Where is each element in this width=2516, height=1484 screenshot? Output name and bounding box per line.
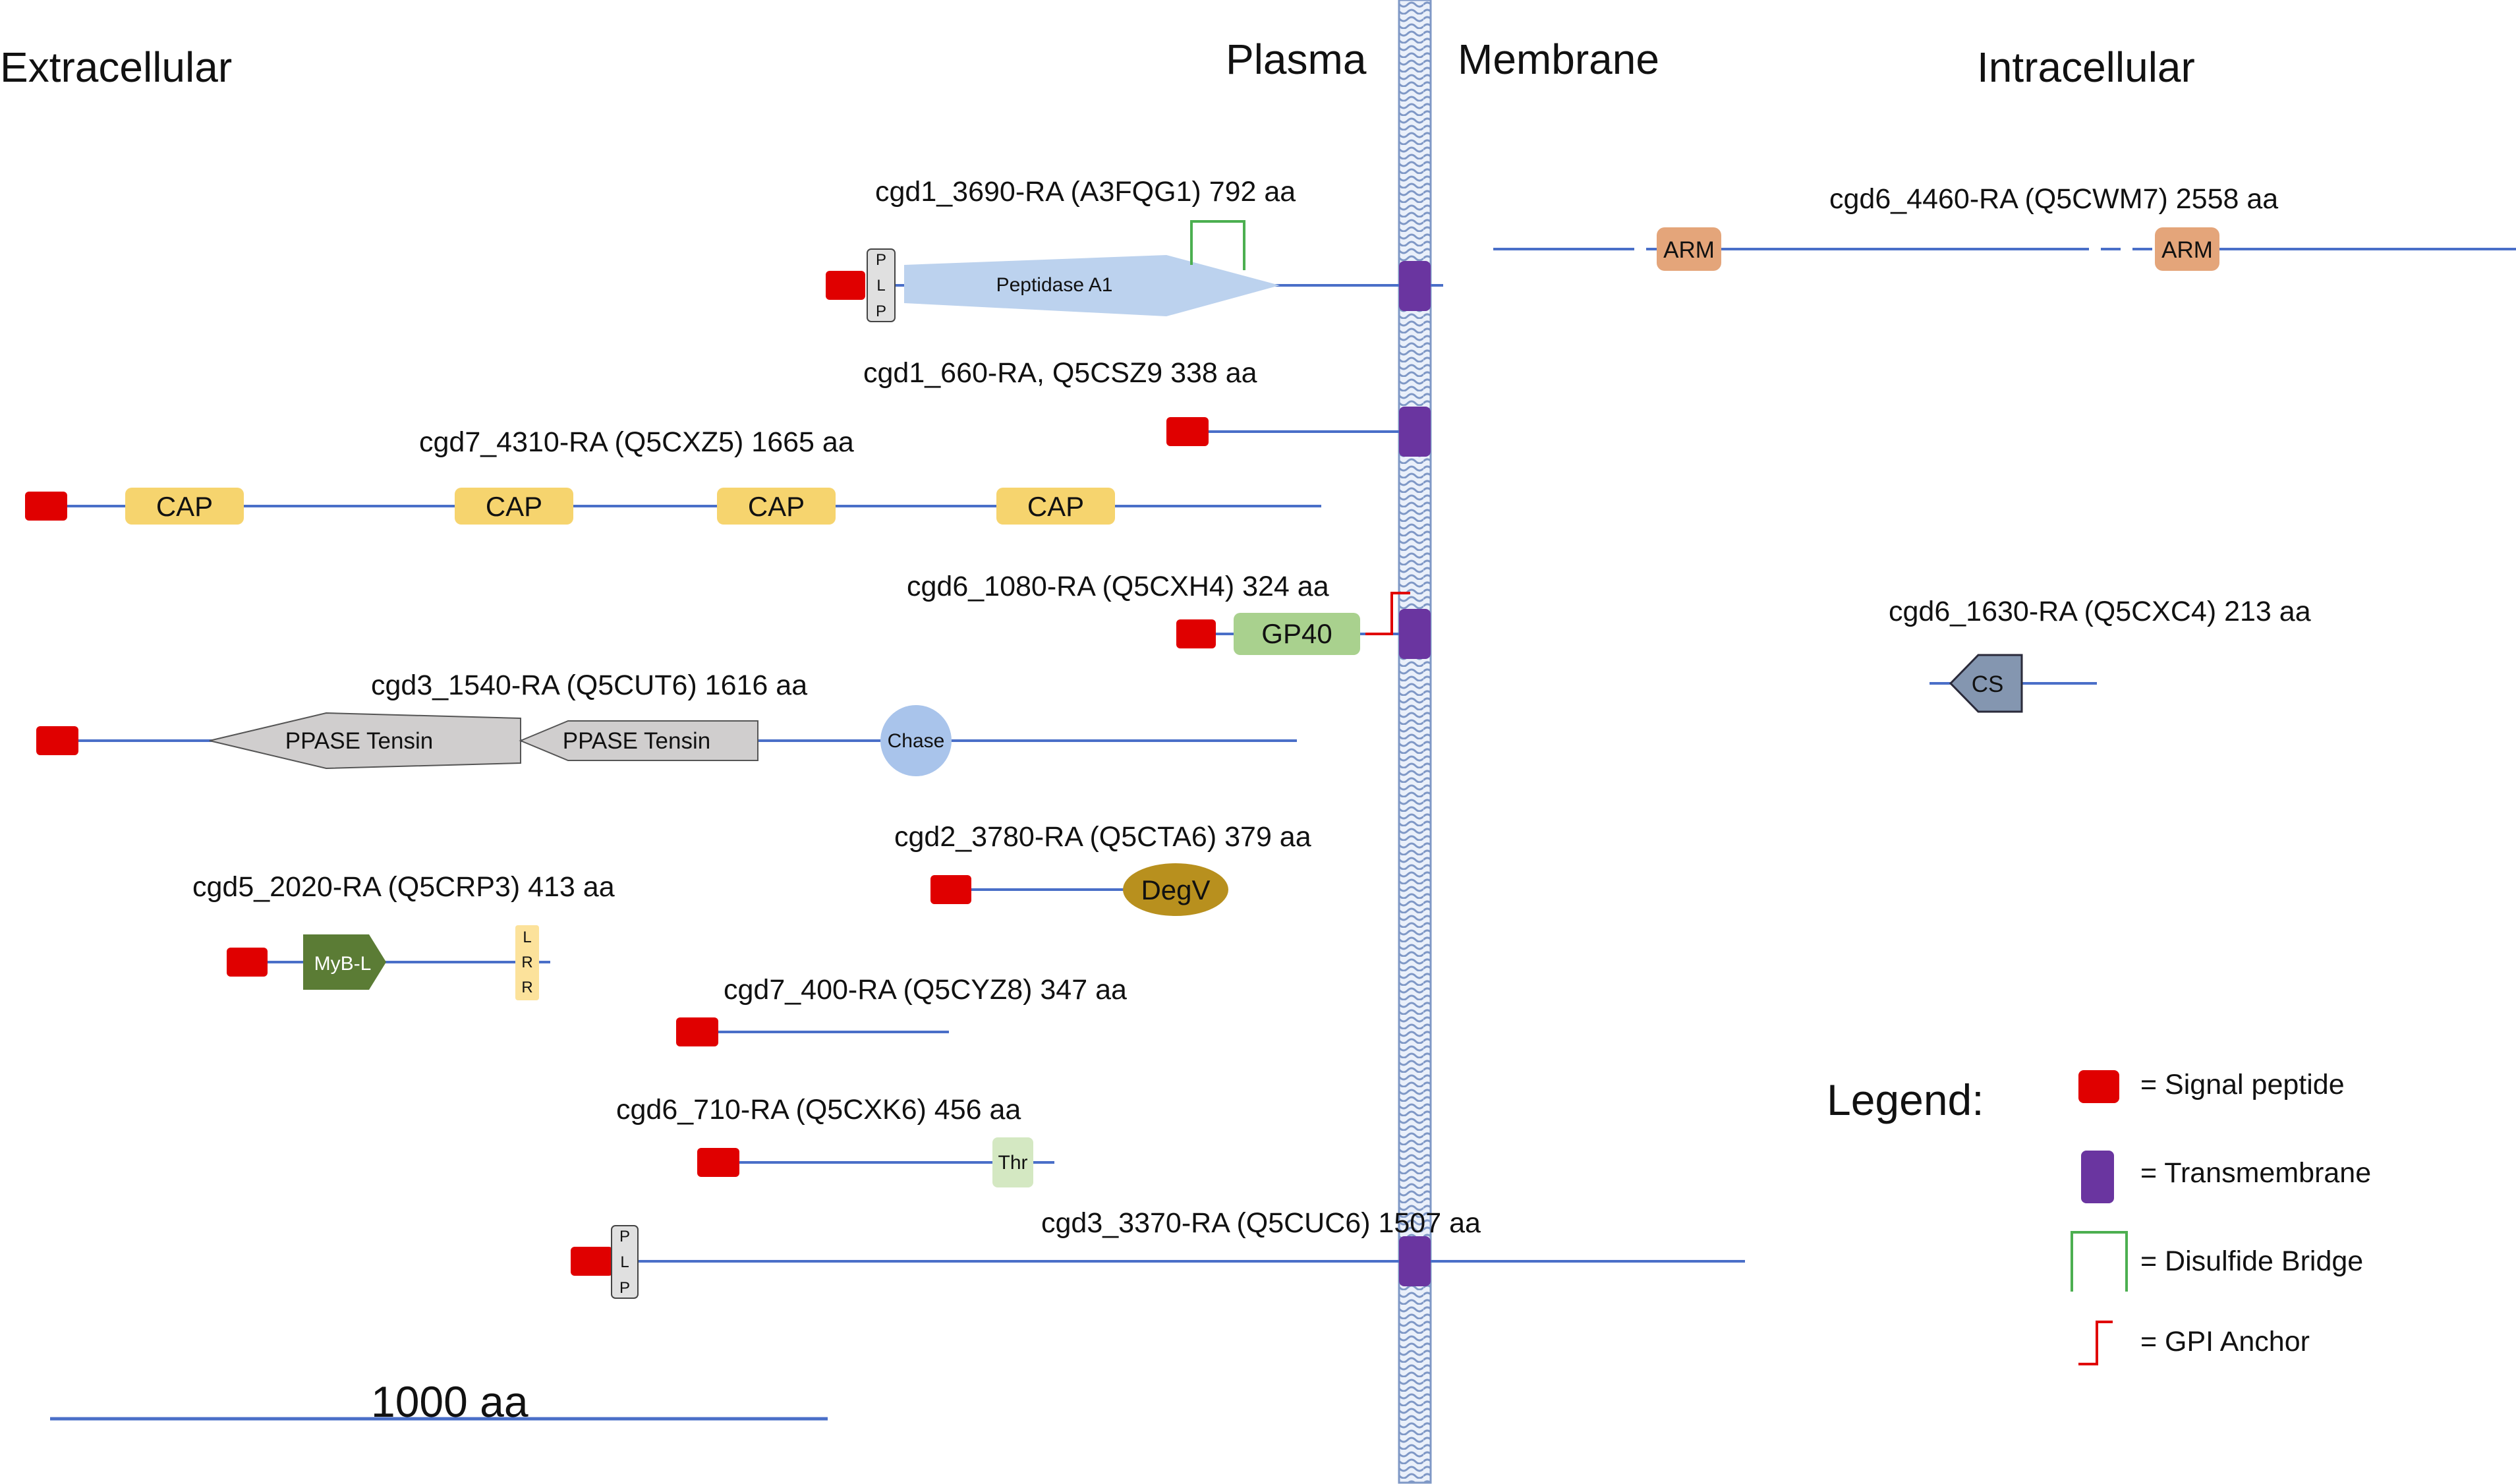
transmembrane-segment (1399, 407, 1431, 457)
legend-transmembrane-swatch (2081, 1151, 2114, 1203)
header-intracellular: Intracellular (1977, 43, 2195, 91)
protein-cgd2-3780: cgd2_3780-RA (Q5CTA6) 379 aa DegV (894, 821, 1311, 916)
legend-disulfide-bridge-swatch (2071, 1231, 2128, 1292)
degv-label: DegV (1141, 874, 1210, 905)
ppase-tensin-domain (519, 720, 758, 761)
protein-label: cgd3_3370-RA (Q5CUC6) 1507 aa (1041, 1207, 1481, 1239)
plp-letter: L (620, 1253, 629, 1271)
cap-label: CAP (486, 491, 542, 522)
signal-peptide (227, 948, 268, 977)
arm-domain (2155, 227, 2219, 271)
protein-label: cgd1_3690-RA (A3FQG1) 792 aa (875, 176, 1296, 208)
protein-label: cgd6_4460-RA (Q5CWM7) 2558 aa (1829, 183, 2278, 215)
legend-transmembrane-text: = Transmembrane (2140, 1157, 2371, 1189)
plasma-membrane-bar (1398, 0, 1432, 1484)
plp-letter: P (876, 251, 886, 269)
cs-label: CS (1972, 671, 2004, 697)
ppase-tensin-label: PPASE Tensin (285, 728, 433, 754)
gpi-anchor (1365, 592, 1410, 635)
plp-letter: P (619, 1279, 630, 1297)
lrr-letter: L (523, 928, 531, 946)
cap-label: CAP (748, 491, 805, 522)
protein-cgd6-710: cgd6_710-RA (Q5CXK6) 456 aa Thr (616, 1094, 1054, 1187)
cap-domain (996, 488, 1115, 525)
myb-l-label: MyB-L (314, 953, 372, 975)
legend-signal-peptide-text: = Signal peptide (2140, 1069, 2345, 1100)
legend-title: Legend: (1827, 1075, 1984, 1124)
transmembrane-segment (1399, 261, 1431, 311)
legend: Legend: = Signal peptide = Transmembrane… (1827, 1069, 2371, 1365)
header-plasma: Plasma (1226, 36, 1367, 83)
signal-peptide (25, 492, 67, 521)
chase-label: Chase (888, 730, 945, 752)
protein-cgd7-400: cgd7_400-RA (Q5CYZ8) 347 aa (676, 974, 1127, 1046)
thr-label: Thr (998, 1152, 1028, 1174)
chase-domain (880, 705, 952, 776)
scale-bar-label: 1000 aa (371, 1377, 529, 1426)
ppase-tensin-label: PPASE Tensin (563, 728, 710, 754)
transmembrane-segment (1399, 609, 1431, 659)
header-extracellular: Extracellular (0, 43, 232, 91)
signal-peptide (1176, 619, 1216, 648)
protein-cgd5-2020: cgd5_2020-RA (Q5CRP3) 413 aa MyB-L L R R (192, 871, 615, 1000)
plp-letter: L (876, 277, 885, 295)
protein-cgd1-660: cgd1_660-RA, Q5CSZ9 338 aa (863, 357, 1431, 457)
signal-peptide (930, 875, 971, 904)
transmembrane-segment (1399, 1236, 1431, 1286)
cap-label: CAP (156, 491, 213, 522)
cap-domain (717, 488, 836, 525)
arm-label: ARM (1663, 237, 1715, 263)
scale-bar: 1000 aa (50, 1377, 828, 1426)
protein-label: cgd7_400-RA (Q5CYZ8) 347 aa (724, 974, 1127, 1006)
cap-domain (455, 488, 573, 525)
protein-cgd6-4460: cgd6_4460-RA (Q5CWM7) 2558 aa ARM ARM (1493, 183, 2516, 271)
lrr-letter: R (521, 979, 532, 996)
protein-label: cgd7_4310-RA (Q5CXZ5) 1665 aa (419, 426, 854, 458)
arm-label: ARM (2161, 237, 2213, 263)
gp40-domain (1234, 613, 1360, 655)
protein-label: cgd6_1080-RA (Q5CXH4) 324 aa (907, 571, 1329, 602)
legend-disulfide-bridge-text: = Disulfide Bridge (2140, 1245, 2363, 1277)
protein-label: cgd5_2020-RA (Q5CRP3) 413 aa (192, 871, 615, 903)
disulfide-bridge (1190, 220, 1245, 270)
protein-cgd7-4310: cgd7_4310-RA (Q5CXZ5) 1665 aa CAP CAP CA… (25, 426, 1321, 525)
cs-domain (1949, 654, 2023, 713)
protein-cgd6-1080: cgd6_1080-RA (Q5CXH4) 324 aa GP40 (907, 571, 1431, 659)
protein-cgd3-1540: cgd3_1540-RA (Q5CUT6) 1616 aa PPASE Tens… (36, 670, 1297, 776)
protein-label: cgd1_660-RA, Q5CSZ9 338 aa (863, 357, 1257, 389)
lrr-letter: R (521, 954, 532, 971)
signal-peptide (36, 726, 78, 755)
legend-signal-peptide-swatch (2078, 1070, 2119, 1103)
plp-box (867, 248, 896, 322)
signal-peptide (826, 271, 865, 300)
header-membrane: Membrane (1458, 36, 1659, 83)
protein-label: cgd6_710-RA (Q5CXK6) 456 aa (616, 1094, 1021, 1126)
signal-peptide (571, 1247, 613, 1276)
plp-letter: P (619, 1228, 630, 1245)
protein-cgd6-1630: cgd6_1630-RA (Q5CXC4) 213 aa CS (1889, 596, 2311, 713)
gp40-label: GP40 (1261, 618, 1332, 649)
plp-letter: P (876, 302, 886, 320)
cap-label: CAP (1027, 491, 1084, 522)
signal-peptide (676, 1017, 718, 1046)
protein-label: cgd3_1540-RA (Q5CUT6) 1616 aa (371, 670, 807, 701)
legend-gpi-anchor-text: = GPI Anchor (2140, 1326, 2310, 1357)
degv-domain (1123, 863, 1228, 916)
peptidase-a1-domain (904, 255, 1280, 316)
protein-label: cgd6_1630-RA (Q5CXC4) 213 aa (1889, 596, 2311, 627)
myb-l-domain (303, 934, 386, 990)
protein-cgd1-3690: cgd1_3690-RA (A3FQG1) 792 aa P L P Pepti… (826, 176, 1443, 322)
protein-label: cgd2_3780-RA (Q5CTA6) 379 aa (894, 821, 1311, 853)
protein-cgd3-3370: P L P cgd3_3370-RA (Q5CUC6) 1507 aa (571, 1207, 1745, 1299)
arm-domain (1657, 227, 1721, 271)
cap-domain (125, 488, 244, 525)
signal-peptide (1166, 417, 1209, 446)
signal-peptide (697, 1148, 739, 1177)
lrr-domain (515, 925, 539, 1000)
legend-gpi-anchor-swatch (2078, 1321, 2113, 1365)
plp-box (611, 1225, 639, 1299)
thr-domain (992, 1137, 1033, 1187)
peptidase-a1-label: Peptidase A1 (996, 274, 1113, 296)
